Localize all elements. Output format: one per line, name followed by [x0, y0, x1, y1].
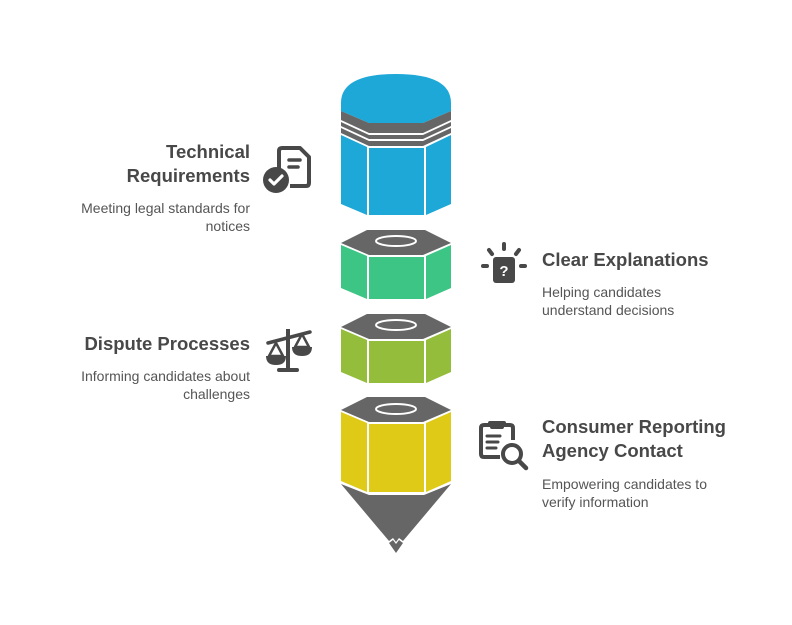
segment-face-front: [369, 341, 424, 383]
item-title-line: Requirements: [126, 165, 250, 186]
clipboard-search-icon: [478, 420, 530, 472]
item-title-line: Technical: [166, 141, 250, 162]
item-description: Informing candidates about challenges: [81, 367, 250, 403]
item-description: Meeting legal standards for notices: [81, 199, 250, 235]
pencil-segment-yellow: [341, 397, 451, 492]
item-title: Consumer Reporting Agency Contact: [542, 415, 726, 463]
cap-band-1: [341, 111, 451, 133]
item-title: Technical Requirements: [127, 140, 250, 188]
item-title: Dispute Processes: [84, 332, 250, 356]
segment-hole: [375, 319, 417, 331]
segment-face-front: [369, 424, 424, 492]
segment-face-right: [426, 245, 451, 299]
document-check-icon: [262, 145, 314, 195]
item-description-line: challenges: [183, 386, 250, 402]
segment-top: [341, 397, 451, 422]
pencil-tip: [341, 484, 451, 553]
item-title: Clear Explanations: [542, 248, 709, 272]
cap-dome: [341, 74, 451, 123]
tip-cone: [341, 484, 451, 542]
item-description-line: verify information: [542, 494, 649, 510]
item-description-line: Helping candidates: [542, 284, 662, 300]
cap-band-2: [341, 122, 451, 139]
item-title-line: Dispute Processes: [84, 333, 250, 354]
item-description-line: Informing candidates about: [81, 368, 250, 384]
segment-face-front: [369, 257, 424, 299]
item-description-line: notices: [205, 218, 250, 234]
item-description-line: Empowering candidates to: [542, 476, 707, 492]
scales-icon: [262, 323, 314, 373]
pencil-cap-segment: [341, 74, 451, 215]
item-description-line: understand decisions: [542, 302, 675, 318]
item-title-line: Clear Explanations: [542, 249, 709, 270]
segment-face-right: [426, 412, 451, 492]
cap-face-right: [426, 135, 451, 215]
item-title-line: Agency Contact: [542, 440, 683, 461]
item-description: Helping candidates understand decisions: [542, 283, 674, 319]
pencil-segment-lime: [341, 314, 451, 383]
segment-face-left: [341, 329, 367, 383]
cap-face-left: [341, 135, 367, 215]
pencil-segment-green: [341, 230, 451, 299]
segment-hole: [375, 403, 417, 415]
item-description-line: Meeting legal standards for: [81, 200, 250, 216]
segment-hole: [375, 235, 417, 247]
segment-top: [341, 314, 451, 339]
segment-top: [341, 230, 451, 255]
item-description: Empowering candidates to verify informat…: [542, 475, 707, 511]
segment-face-right: [426, 329, 451, 383]
segment-face-left: [341, 245, 367, 299]
segment-face-left: [341, 412, 367, 492]
item-title-line: Consumer Reporting: [542, 416, 726, 437]
cap-band-3: [341, 128, 451, 146]
tip-lead: [389, 540, 403, 553]
cap-face-front: [369, 148, 424, 215]
svg-text:?: ?: [499, 263, 508, 280]
question-lightbulb-icon: ?: [479, 241, 529, 287]
